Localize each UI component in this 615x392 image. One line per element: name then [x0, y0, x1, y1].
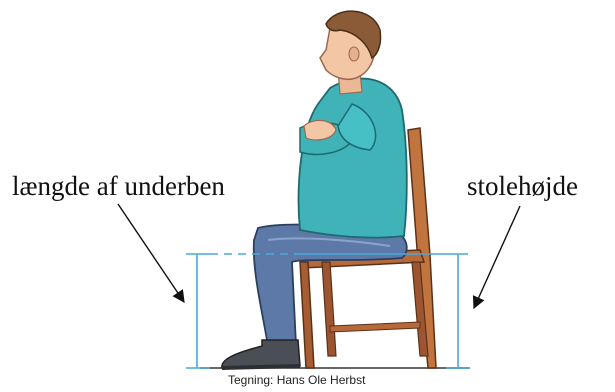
shirt — [299, 79, 407, 238]
arrow-left-icon — [118, 204, 184, 302]
illustration-credit: Tegning: Hans Ole Herbst — [228, 373, 365, 387]
label-chair-height: stolehøjde — [467, 173, 578, 200]
label-lower-leg-length: længde af underben — [12, 173, 225, 200]
arrow-right-icon — [474, 206, 520, 308]
shoes — [222, 340, 300, 370]
